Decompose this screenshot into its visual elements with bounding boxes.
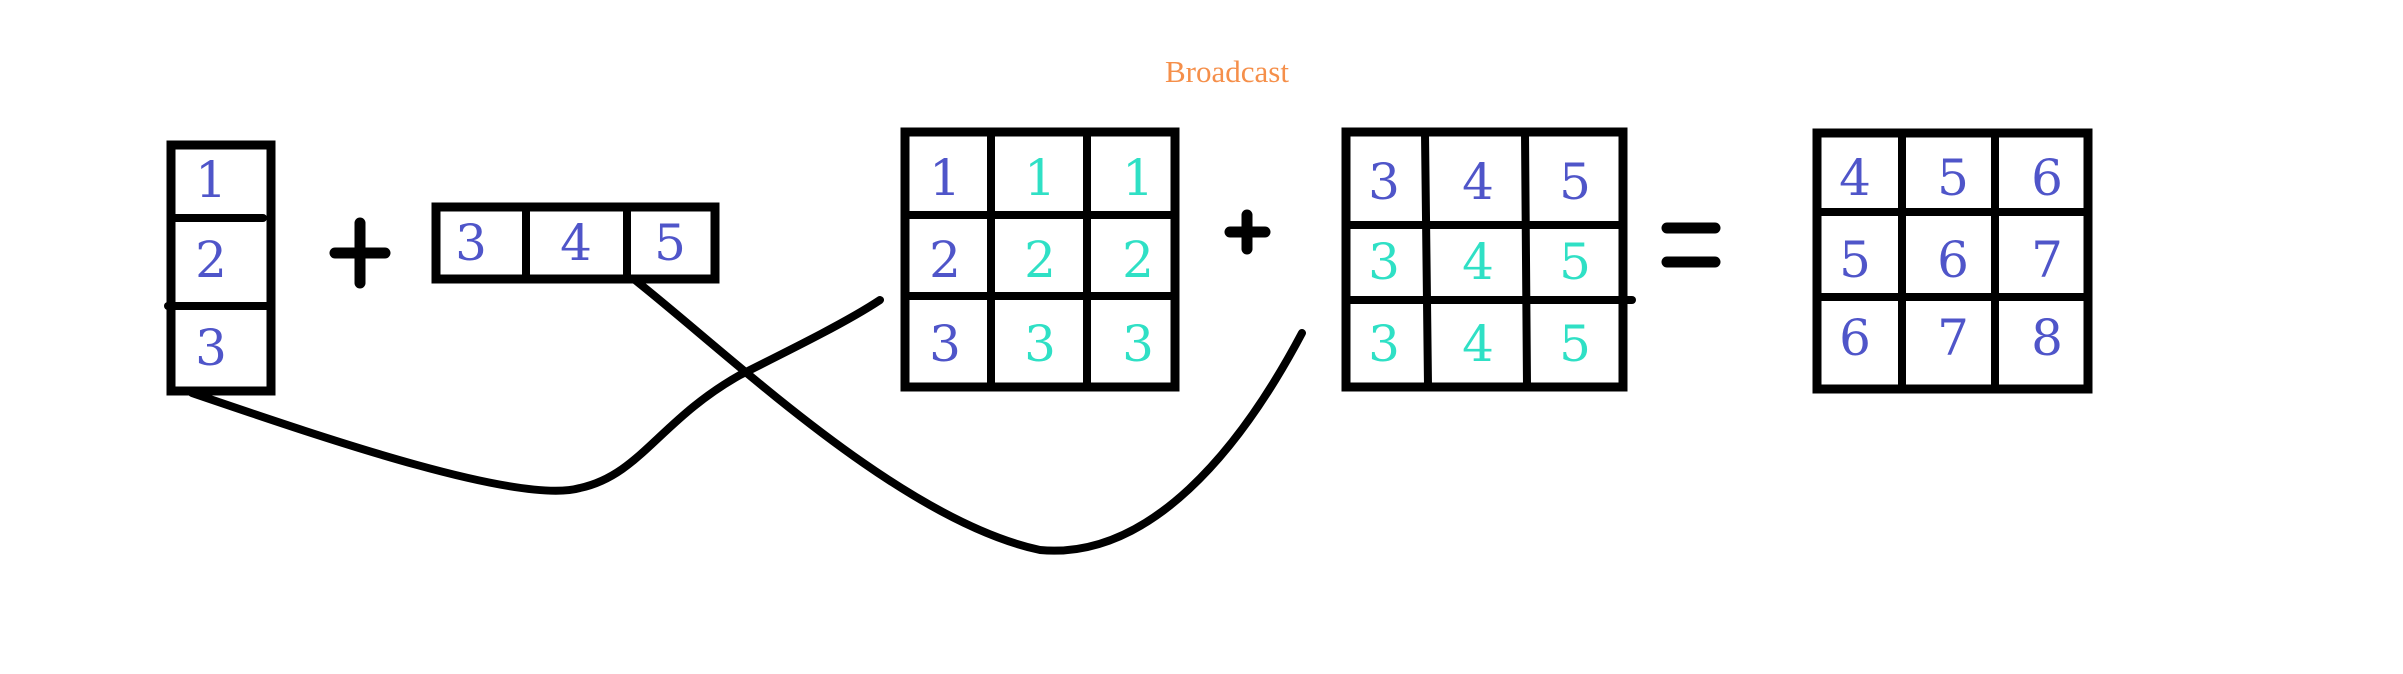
expanded-column-cell: 1 (1122, 149, 1154, 207)
row-vector-cell: 3 (455, 214, 487, 272)
row-vector-cell: 5 (654, 214, 686, 272)
expanded-row-cell: 3 (1368, 315, 1400, 373)
column-vector: 1 2 3 (164, 140, 276, 396)
row-to-expanded-connector (631, 276, 1306, 555)
equals-operator (1661, 222, 1721, 268)
result-cell: 7 (2031, 231, 2063, 289)
expanded-row-cell: 3 (1368, 233, 1400, 291)
expanded-column-cell: 1 (1024, 149, 1056, 207)
expanded-column-cell: 2 (1024, 231, 1056, 289)
expanded-row-cell: 5 (1559, 153, 1591, 211)
row-vector-cell: 4 (560, 214, 592, 272)
expanded-row-matrix: 3 4 5 3 4 5 3 4 5 (1341, 127, 1636, 392)
result-cell: 8 (2031, 309, 2063, 367)
result-cell: 7 (1937, 309, 1969, 367)
plus-operator-2 (1224, 209, 1271, 255)
result-cell: 4 (1839, 149, 1871, 207)
column-to-expanded-connector (188, 296, 884, 495)
expanded-row-cell: 5 (1559, 315, 1591, 373)
expanded-row-cell: 3 (1368, 153, 1400, 211)
column-vector-cell: 2 (195, 231, 227, 289)
expanded-column-cell: 1 (929, 149, 961, 207)
expanded-column-cell: 2 (929, 231, 961, 289)
expanded-row-cell: 4 (1462, 153, 1494, 211)
expanded-column-cell: 3 (1024, 315, 1056, 373)
expanded-row-cell: 4 (1462, 315, 1494, 373)
expanded-row-cell: 5 (1559, 233, 1591, 291)
row-vector: 3 4 5 (431, 202, 720, 284)
result-cell: 5 (1839, 231, 1871, 289)
diagram-title: Broadcast (1165, 54, 1289, 89)
expanded-column-cell: 3 (929, 315, 961, 373)
result-cell: 6 (1839, 309, 1871, 367)
result-cell: 5 (1937, 149, 1969, 207)
result-matrix: 4 5 6 5 6 7 6 7 8 (1812, 128, 2093, 394)
expanded-column-cell: 3 (1122, 315, 1154, 373)
column-vector-cell: 1 (195, 151, 227, 209)
plus-operator-1 (329, 217, 391, 289)
column-vector-cell: 3 (195, 319, 227, 377)
result-cell: 6 (1937, 231, 1969, 289)
result-cell: 6 (2031, 149, 2063, 207)
expanded-row-cell: 4 (1462, 233, 1494, 291)
expanded-column-matrix: 1 1 1 2 2 2 3 3 3 (900, 127, 1180, 392)
expanded-column-cell: 2 (1122, 231, 1154, 289)
